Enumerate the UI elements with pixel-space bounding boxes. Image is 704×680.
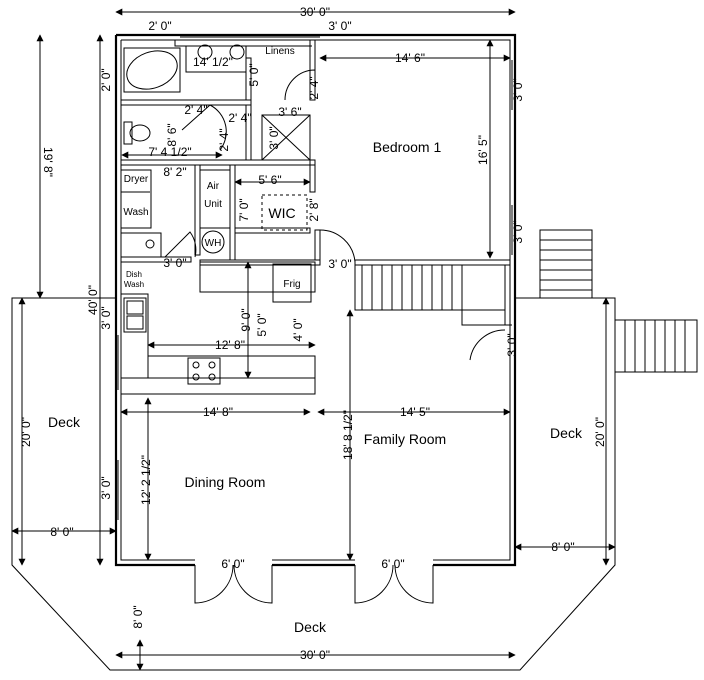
dim-bath-14-1-2: 14' 1/2"	[193, 55, 233, 69]
dim-kitchen-5-0: 5' 0"	[255, 313, 269, 336]
dim-bottom-overall: 30' 0"	[300, 648, 330, 662]
deck-outline	[11, 229, 698, 671]
dimension-lines	[11, 8, 616, 671]
fixtures	[120, 44, 312, 385]
dim-dining-width: 14' 8"	[203, 405, 233, 419]
dim-kitchen-3-0: 3' 0"	[99, 306, 113, 329]
dim-wic-2-8: 2' 8"	[307, 198, 321, 221]
fixture-label-linens: Linens	[265, 46, 294, 57]
dim-dining-depth: 12' 2 1/2"	[139, 455, 153, 505]
dim-bath-2-4-b: 2' 4"	[228, 111, 251, 125]
dim-bath-2-4-c: 2' 4"	[217, 128, 231, 151]
windows	[117, 36, 513, 520]
fixture-label-dryer: Dryer	[124, 174, 149, 185]
dim-deck-bottom-depth: 8' 0"	[131, 605, 145, 628]
room-label-bedroom: Bedroom 1	[373, 139, 442, 155]
dim-laundry-8-2: 8' 2"	[163, 165, 186, 179]
dim-bath-2-4-door: 2' 4"	[307, 76, 321, 99]
dim-dining-win: 3' 0"	[99, 476, 113, 499]
fixture-labels: Linens Dryer Wash Air Unit WH Frig Dish …	[123, 46, 300, 290]
dim-bed-win-2: 3' 0"	[511, 220, 525, 243]
fixture-label-unit: Unit	[204, 199, 222, 210]
dim-patio-door-a: 6' 0"	[221, 557, 244, 571]
dim-deck-left-depth: 20' 0"	[19, 417, 33, 447]
dim-left-2-0: 2' 0"	[99, 68, 113, 91]
dim-deck-right-width: 8' 0"	[551, 540, 574, 554]
dim-left-19-8: 19' 8"	[41, 147, 55, 177]
dim-door-3-0-b: 3' 0"	[328, 257, 351, 271]
room-label-dining: Dining Room	[185, 474, 266, 490]
fixture-label-wash: Wash	[123, 207, 148, 218]
dim-patio-door-b: 6' 0"	[381, 557, 404, 571]
dim-left-40-0: 40' 0"	[86, 285, 100, 315]
fixture-label-dish: Dish	[126, 270, 142, 279]
dim-bed-win-1: 3' 0"	[511, 78, 525, 101]
fixture-label-air: Air	[207, 181, 220, 192]
dim-bed-depth: 16' 5"	[476, 135, 490, 165]
fixture-label-frig: Frig	[283, 279, 300, 290]
dim-kitchen-4-0: 4' 0"	[291, 318, 305, 341]
dim-kitchen-12-8: 12' 8"	[215, 338, 245, 352]
dim-top-3-0: 3' 0"	[328, 19, 351, 33]
room-label-family: Family Room	[364, 431, 446, 447]
dim-stair-door: 3' 0"	[505, 333, 519, 356]
dim-wic-7-0: 7' 0"	[237, 198, 251, 221]
dim-deck-left-width: 8' 0"	[50, 525, 73, 539]
dim-bath-7-4-1-2: 7' 4 1/2"	[148, 145, 191, 159]
dim-bath-2-4-a: 2' 4"	[184, 103, 207, 117]
room-labels: Bedroom 1 Family Room Dining Room WIC De…	[48, 139, 583, 635]
dim-deck-right-depth: 20' 0"	[593, 417, 607, 447]
interior-stairs	[354, 264, 506, 326]
dim-top-overall: 30' 0"	[300, 5, 330, 19]
fixture-label-wh: WH	[205, 238, 222, 249]
room-label-deck-right: Deck	[550, 425, 583, 441]
dim-bath-3-6: 3' 6"	[278, 105, 301, 119]
dim-family-width: 14' 5"	[400, 405, 430, 419]
fixture-label-dish-wash: Wash	[124, 280, 144, 289]
exterior-walls	[114, 33, 517, 567]
room-label-deck-left: Deck	[48, 414, 81, 430]
dim-family-depth: 18' 8 1/2"	[341, 410, 355, 460]
dim-bath-8-6: 8' 6"	[165, 123, 179, 146]
doors	[164, 69, 506, 604]
room-label-deck-bottom: Deck	[294, 619, 327, 635]
dim-bath-3-0: 3' 0"	[267, 126, 281, 149]
dim-bath-5-0: 5' 0"	[247, 63, 261, 86]
dim-top-2-0: 2' 0"	[148, 19, 171, 33]
right-deck-stairs	[539, 229, 698, 373]
dim-bed-width: 14' 6"	[395, 51, 425, 65]
dim-wic-5-6: 5' 6"	[258, 173, 281, 187]
room-label-wic: WIC	[268, 205, 295, 221]
dim-kitchen-9-0: 9' 0"	[239, 308, 253, 331]
dim-door-3-0-a: 3' 0"	[163, 256, 186, 270]
dimension-labels: 30' 0" 30' 0" 2' 0" 3' 0" 14' 6" 16' 5" …	[19, 5, 607, 662]
